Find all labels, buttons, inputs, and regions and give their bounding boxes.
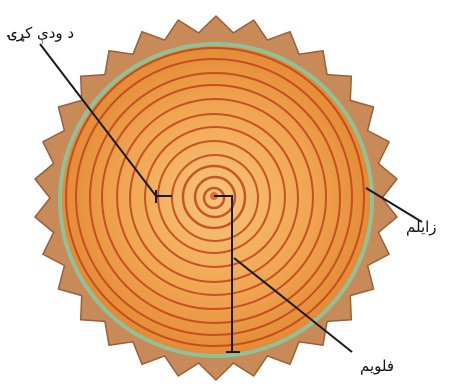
phloem-label: فلويم [360, 357, 394, 375]
xylem-label: زايلم [406, 218, 437, 236]
growth-rings-label: د ودې کړۍ [8, 24, 74, 42]
